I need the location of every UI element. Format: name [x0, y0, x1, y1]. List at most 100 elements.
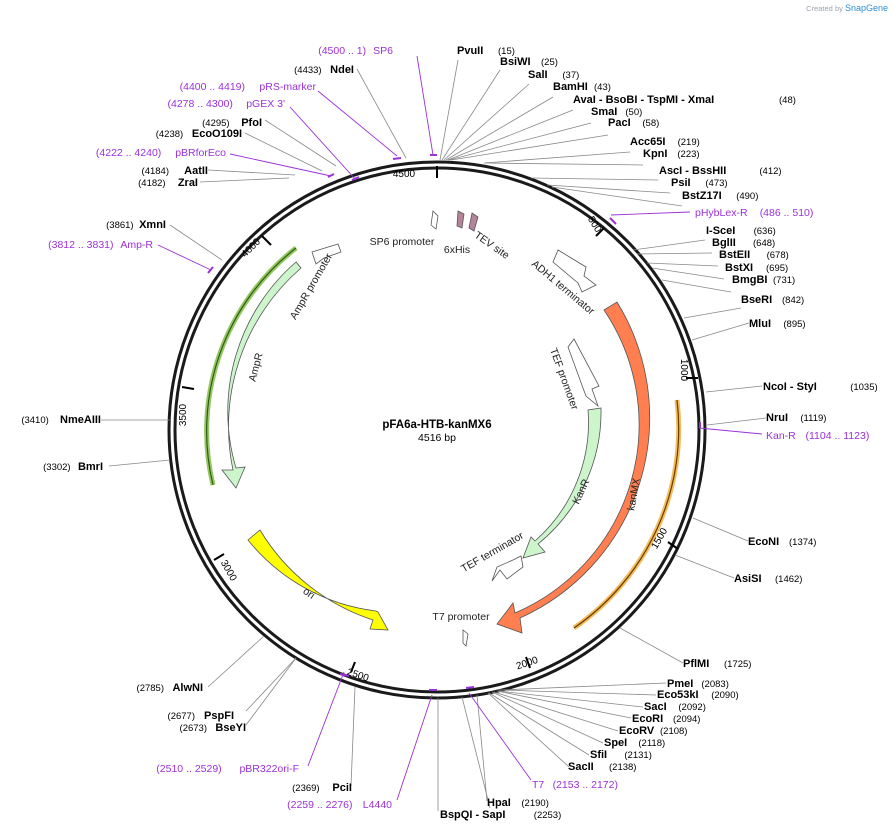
- enzyme-name-bmgbi: BmgBI: [732, 274, 767, 286]
- enzyme-site: SacII(2138): [568, 761, 636, 773]
- enzyme-pos: (3861): [106, 220, 133, 231]
- enzyme-pos: (895): [783, 319, 805, 330]
- enzyme-site: NcoI - StyI(1035): [763, 381, 878, 393]
- enzyme-name-pvuii: PvuII: [457, 45, 483, 57]
- enzyme-name-eco53ki: Eco53kI: [657, 689, 699, 701]
- enzyme-site: BglII (648): [712, 237, 775, 249]
- enzyme-pos: (490): [736, 191, 758, 202]
- enzyme-name-paci: PacI: [608, 117, 631, 129]
- enzyme-pos: (2131): [624, 750, 651, 761]
- enzyme-name-hpai: HpaI: [487, 797, 511, 809]
- enzyme-name-ndei: NdeI: [330, 64, 354, 76]
- enzyme-site: MluI (895): [749, 318, 806, 330]
- enzyme-name-pfoi: PfoI: [241, 117, 262, 129]
- primer-site: pBRforEco(4222 .. 4240): [96, 147, 226, 159]
- enzyme-pos: (37): [562, 70, 579, 81]
- enzyme-pos: (2369): [292, 783, 319, 794]
- enzyme-name-psii: PsiI: [671, 177, 691, 189]
- enzyme-name-mlui: MluI: [749, 318, 771, 330]
- backbone-outer: [167, 160, 707, 700]
- enzyme-site: PsiI(473): [671, 177, 728, 189]
- enzyme-pos: (48): [779, 95, 796, 106]
- enzyme-name-acc65i: Acc65I: [630, 136, 665, 148]
- enzyme-name-sali: SalI: [528, 69, 548, 81]
- enzyme-name-bamhi: BamHI: [553, 81, 588, 93]
- enzyme-site: AlwNI(2785): [137, 682, 203, 694]
- size-tick-label: 1000: [678, 359, 689, 382]
- enzyme-pos: (2094): [673, 714, 700, 725]
- enzyme-site: EcoRV(2108): [619, 725, 687, 737]
- primer-name: L4440: [363, 799, 392, 811]
- feature-label-6xhis: 6xHis: [444, 244, 470, 256]
- primer-range: (2510 .. 2529): [156, 763, 221, 775]
- credit-prefix: Created by: [806, 4, 843, 13]
- enzyme-pos: (43): [594, 82, 611, 93]
- 6xhis-arrow: [456, 210, 465, 229]
- features: [204, 210, 682, 647]
- leader-lines: [101, 59, 767, 811]
- enzyme-pos: (2118): [638, 738, 665, 749]
- primer-name: Amp-R: [120, 239, 153, 251]
- primer-name: SP6: [373, 45, 393, 57]
- enzyme-pos: (15): [498, 46, 515, 57]
- ori-arrow: [247, 529, 389, 631]
- primer-range: (1104 .. 1123): [806, 430, 870, 442]
- feature-label-kanmx: kanMX: [625, 477, 642, 511]
- primer-name: pGEX 3': [246, 98, 285, 110]
- size-tick-label: 3500: [178, 403, 189, 426]
- primer-name: pRS-marker: [259, 81, 316, 93]
- enzyme-name-ncoi: NcoI - StyI: [763, 381, 817, 393]
- enzyme-site: PspFI(2677): [168, 710, 234, 722]
- enzyme-pos: (3302): [43, 462, 70, 473]
- primer-site: L4440 (2259 .. 2276): [287, 799, 392, 811]
- size-tick-label: 1500: [650, 526, 671, 551]
- enzyme-site: ZraI(4182): [138, 177, 198, 189]
- primer-site: SP6(4500 .. 1): [318, 45, 393, 57]
- primer-name: pBR322ori-F: [239, 763, 299, 775]
- enzyme-site: Eco53kI (2090): [657, 689, 739, 701]
- primer-range: (2153 .. 2172): [553, 779, 618, 791]
- enzyme-site: SalI (37): [528, 69, 579, 81]
- enzyme-name-bmri: BmrI: [78, 461, 103, 473]
- enzyme-name-bglii: BglII: [712, 237, 736, 249]
- enzyme-pos: (842): [782, 295, 804, 306]
- plasmid-length: 4516 bp: [418, 432, 456, 444]
- primer-leader-lines: [157, 55, 763, 801]
- enzyme-site: Acc65I(219): [630, 136, 700, 148]
- enzyme-pos: (2083): [701, 679, 728, 690]
- enzyme-pos: (25): [541, 57, 558, 68]
- primer-site: Amp-R (3812 .. 3831): [48, 239, 153, 251]
- snapgene-credit: Created by SnapGene: [806, 3, 888, 13]
- ampR-promoter-arrow: [311, 243, 342, 265]
- enzyme-site: EcoNI(1374): [748, 536, 816, 548]
- enzyme-pos: (412): [759, 166, 781, 177]
- enzyme-site: SmaI(50): [591, 106, 642, 118]
- ampR-highlight-core: [206, 247, 297, 486]
- primer-site: pBR322ori-F (2510 .. 2529): [156, 763, 299, 775]
- feature-label-ori: ori: [300, 585, 316, 602]
- enzyme-site: EcoO109I(4238): [156, 128, 242, 140]
- enzyme-site: BstEII(678): [719, 249, 789, 261]
- enzyme-site: PflMI(1725): [683, 658, 751, 670]
- enzyme-pos: (2138): [609, 762, 636, 773]
- enzyme-pos: (2090): [711, 690, 738, 701]
- feature-label-t7-promoter: T7 promoter: [432, 611, 490, 623]
- enzyme-site: NmeAIII(3410): [21, 414, 101, 426]
- enzyme-name-bstxi: BstXI: [725, 262, 753, 274]
- enzyme-site: BstZ17I(490): [682, 190, 758, 202]
- enzyme-pos: (1462): [775, 574, 802, 585]
- enzyme-site: AsiSI(1462): [734, 573, 802, 585]
- enzyme-pos: (648): [753, 238, 775, 249]
- primer-range: (3812 .. 3831): [48, 239, 113, 251]
- enzyme-name-bsteii: BstEII: [719, 249, 750, 261]
- primer-range: (2259 .. 2276): [287, 799, 352, 811]
- enzyme-site: AvaI - BsoBI - TspMI - XmaI(48): [573, 94, 796, 106]
- enzyme-pos: (2785): [137, 683, 164, 694]
- kanR-arrow: [522, 407, 602, 559]
- enzyme-pos: (2190): [521, 798, 548, 809]
- enzyme-name-ecori: EcoRI: [632, 713, 663, 725]
- enzyme-name-spei: SpeI: [604, 737, 627, 749]
- snapgene-logo: SnapGene: [844, 3, 888, 13]
- enzyme-name-pflmi: PflMI: [683, 658, 709, 670]
